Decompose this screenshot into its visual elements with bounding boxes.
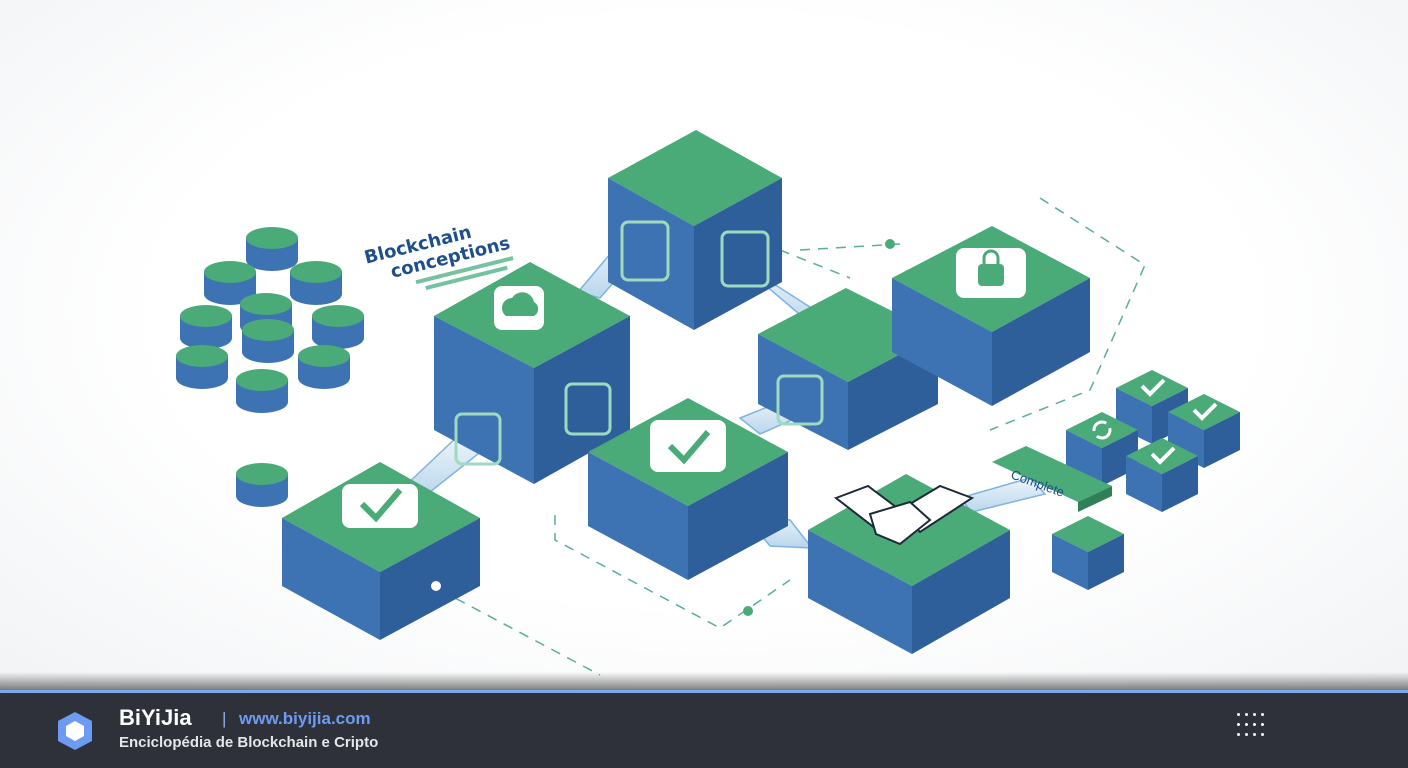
cloud-icon: [502, 292, 539, 316]
checkmark-icon: [1192, 402, 1218, 421]
checkmark-icon: [359, 488, 403, 523]
blockchain-illustration: Complete Blockchain conceptions: [0, 0, 1408, 690]
site-url-link[interactable]: www.biyijia.com: [239, 709, 371, 728]
block-top: [608, 130, 782, 330]
node-dot: [743, 606, 753, 616]
block-bottom-left: [282, 462, 480, 640]
footer-bar: BiYiJia | www.biyijia.com Enciclopédia d…: [0, 690, 1408, 768]
block-center: [588, 398, 788, 580]
checkmark-icon: [667, 430, 711, 465]
block-left: [434, 262, 630, 484]
block-bottom-right: [808, 474, 1010, 654]
hexagon-logo-icon[interactable]: [56, 711, 94, 751]
dashed-guide-lines: [439, 197, 1146, 676]
coin-stack: [176, 227, 364, 507]
lock-icon: [978, 264, 1004, 286]
node-dot: [885, 239, 895, 249]
checkmark-icon: [1140, 378, 1166, 397]
brand-name[interactable]: BiYiJia: [119, 705, 192, 730]
footer-shadow: [0, 672, 1408, 692]
brand-tagline: Enciclopédia de Blockchain e Cripto: [119, 734, 379, 751]
handshake-icon: [833, 484, 975, 546]
checkmark-icon: [1150, 446, 1176, 465]
brand-separator: |: [222, 709, 227, 728]
small-check-blocks: [1052, 370, 1240, 590]
refresh-icon: [1092, 420, 1112, 440]
grid-dots-icon[interactable]: [1233, 707, 1269, 743]
block-far-right: [892, 226, 1090, 406]
